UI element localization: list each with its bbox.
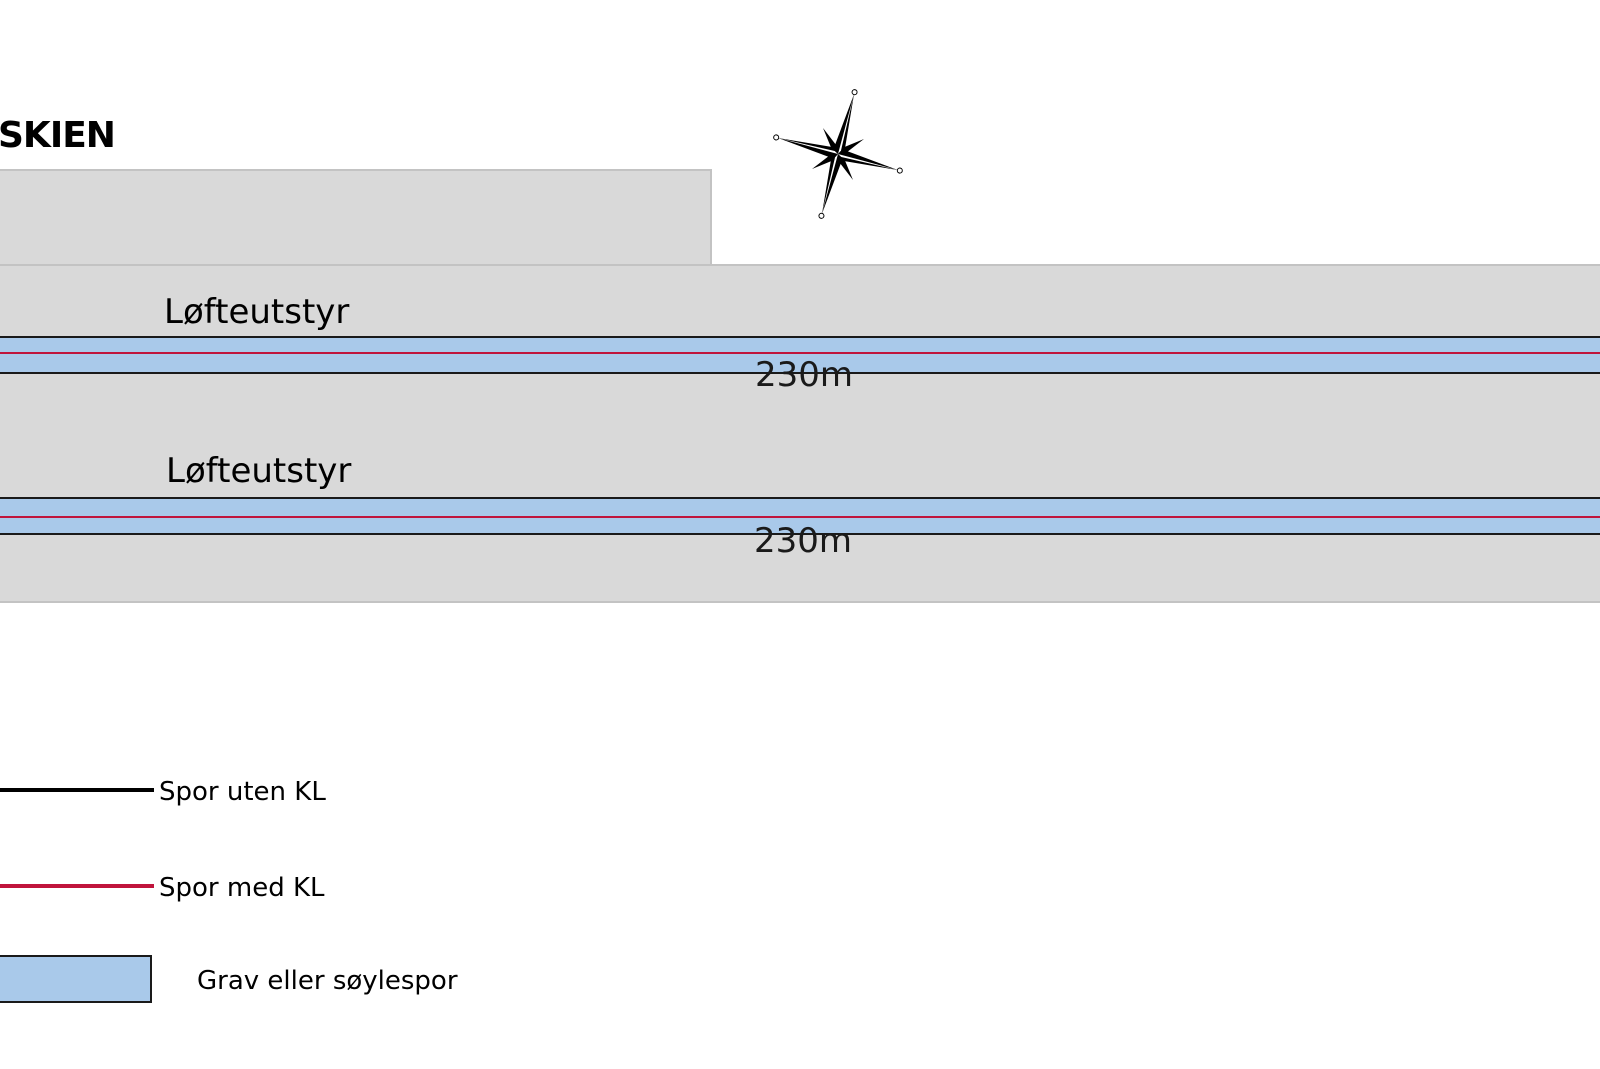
track-1-length-label: 230m (755, 355, 854, 395)
legend-grav-eller-soylespor-swatch (0, 955, 152, 1003)
diagram-title: SKIEN (0, 115, 116, 156)
legend-spor-uten-kl-line (0, 788, 154, 792)
track-1-equipment-label: Løfteutstyr (164, 292, 350, 332)
legend-spor-med-kl-line (0, 884, 154, 888)
platform-upper-area (0, 169, 712, 264)
legend-spor-uten-kl-label: Spor uten KL (159, 777, 326, 807)
platform-main-area (0, 264, 1600, 603)
compass-rose-icon (773, 89, 903, 219)
legend-spor-med-kl-label: Spor med KL (159, 873, 325, 903)
track-1 (0, 336, 1600, 374)
legend-grav-eller-soylespor-label: Grav eller søylespor (197, 966, 458, 996)
track-1-kl-line (0, 352, 1600, 354)
track-2-kl-line (0, 516, 1600, 518)
track-2-length-label: 230m (754, 521, 853, 561)
track-2 (0, 497, 1600, 535)
track-2-equipment-label: Løfteutstyr (166, 451, 352, 491)
